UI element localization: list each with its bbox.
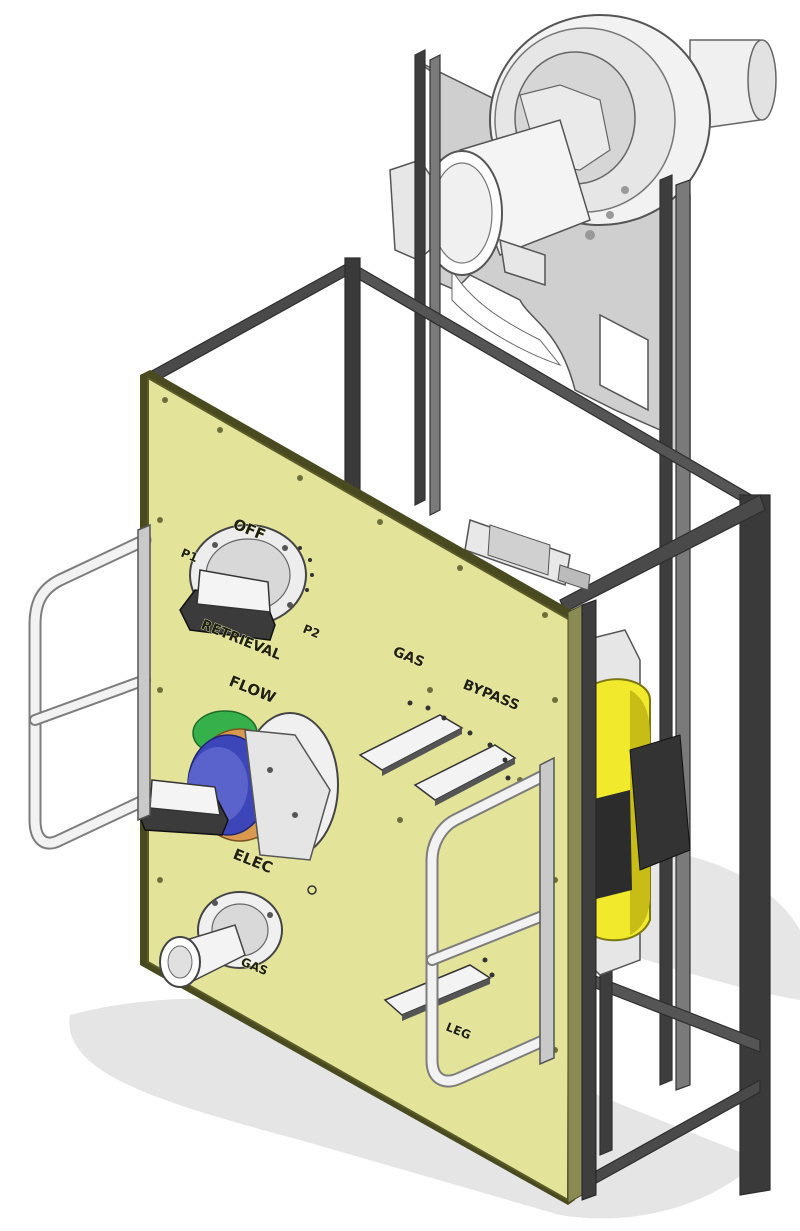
elec-connector bbox=[159, 885, 317, 988]
right-handle bbox=[425, 756, 555, 1088]
top-pipe-assembly bbox=[389, 14, 777, 287]
front-frame-posts bbox=[581, 599, 597, 1201]
yellow-tank bbox=[584, 629, 691, 976]
retrieval-valve bbox=[179, 524, 314, 641]
label-p2: P2 bbox=[301, 622, 322, 641]
flow-valve bbox=[137, 710, 339, 861]
left-handle bbox=[28, 523, 152, 850]
gas-bypass-switches bbox=[358, 700, 517, 806]
label-p1: P1 bbox=[179, 546, 200, 565]
rod-assembly bbox=[464, 518, 591, 591]
